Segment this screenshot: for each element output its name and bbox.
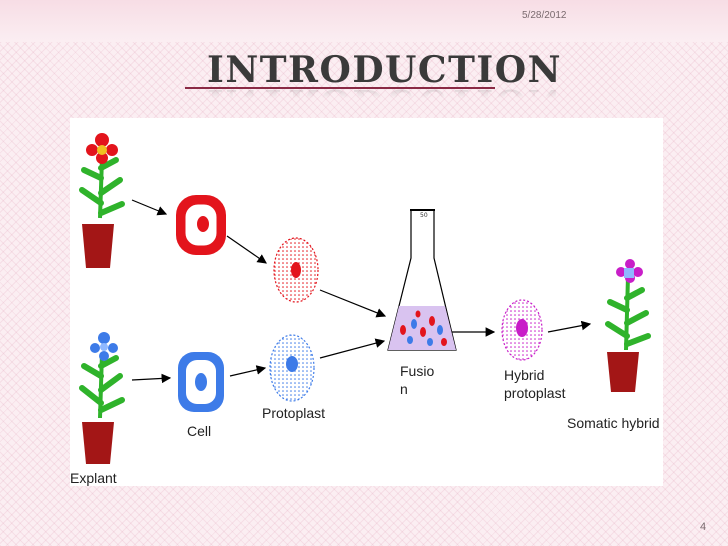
page-number: 4: [700, 521, 707, 533]
blue-protoplast-icon: [269, 334, 315, 402]
slide-title: INTRODUCTION: [207, 49, 562, 91]
red-cell-icon: [176, 195, 226, 255]
hybrid-protoplast-icon: [501, 299, 543, 361]
diagram-drawing: 50: [79, 133, 651, 464]
label-explant: Explant: [70, 470, 117, 486]
title-block: INTRODUCTION INTRODUCTION: [207, 52, 562, 98]
label-hybrid-protoplast: Hybrid protoplast: [504, 367, 566, 401]
blue-cell-icon: [178, 352, 224, 412]
label-cell: Cell: [187, 423, 212, 439]
red-plant-icon: [79, 133, 125, 268]
top-band: [0, 0, 728, 42]
blue-plant-icon: [79, 332, 125, 464]
label-protoplast: Protoplast: [262, 405, 326, 421]
title-underline: [185, 87, 495, 89]
somatic-hybrid-plant-icon: [605, 259, 651, 392]
red-protoplast-icon: [273, 237, 319, 303]
svg-text:50: 50: [420, 212, 428, 219]
label-fusion: Fusio n: [400, 363, 435, 397]
fusion-flask-icon: 50: [387, 209, 457, 351]
slide-date: 5/28/2012: [522, 10, 567, 21]
process-arrows: [131, 199, 592, 384]
somatic-hybridization-diagram: 50 Explant Cell Prot: [70, 118, 663, 486]
label-somatic-hybrid: Somatic hybrid: [567, 415, 660, 431]
